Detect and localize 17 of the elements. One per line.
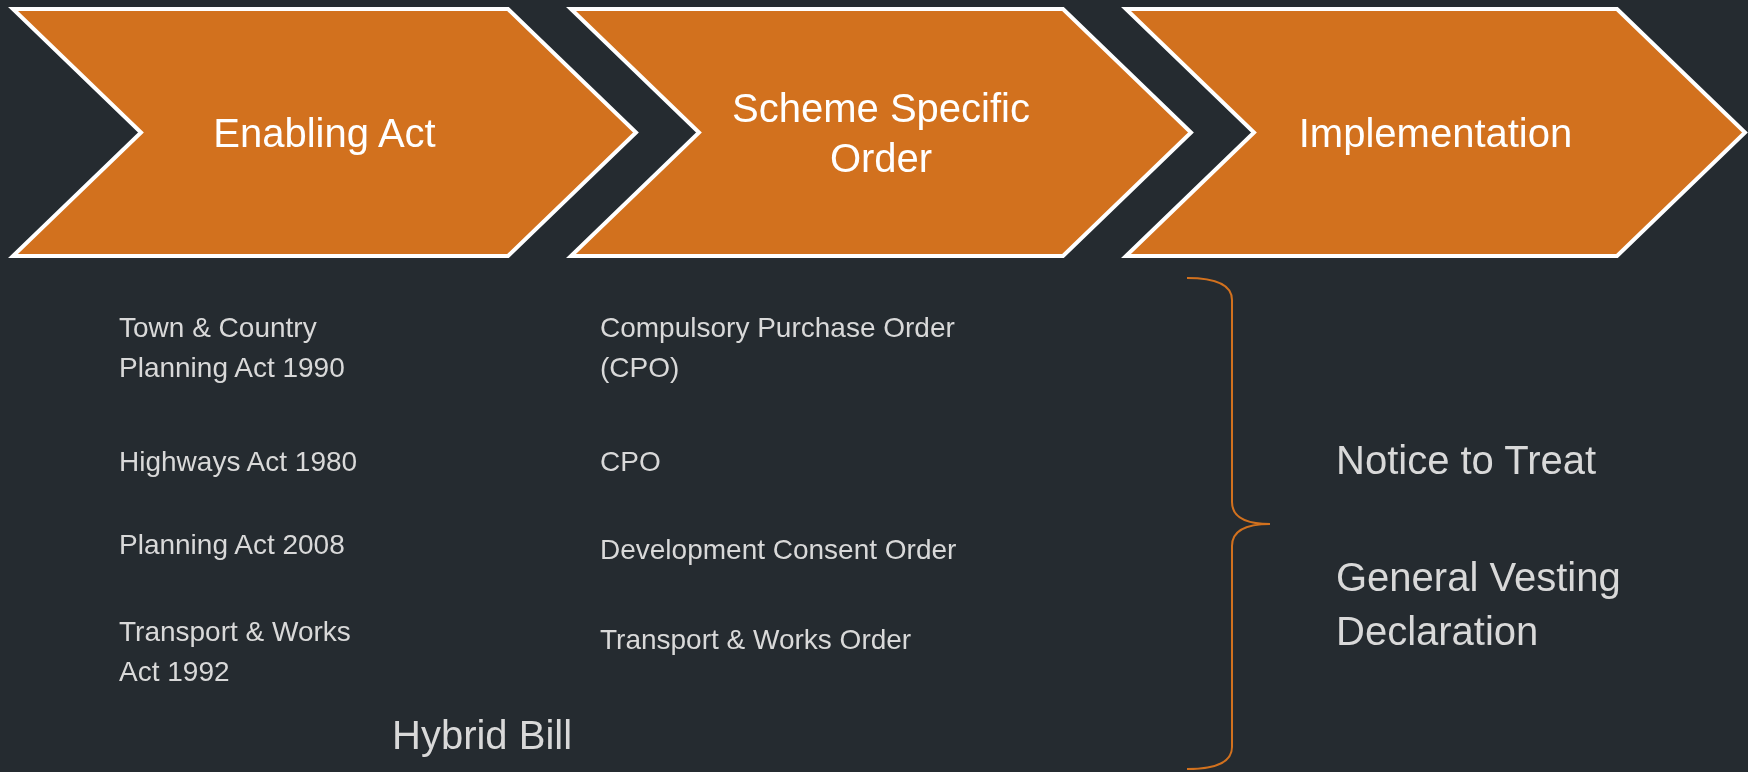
- list-text: Notice to Treat: [1336, 437, 1598, 484]
- chevron-step: [8, 7, 639, 258]
- list-text: General Vesting Declaration: [1336, 554, 1622, 655]
- list-text: CPO: [600, 445, 662, 479]
- list-text: Transport & Works Act 1992: [119, 615, 352, 689]
- list-text: Highways Act 1980: [119, 445, 359, 479]
- list-text: Town & Country Planning Act 1990: [119, 311, 346, 385]
- list-text: Development Consent Order: [600, 533, 958, 567]
- step-title: Enabling Act: [212, 109, 437, 157]
- chevron-step: [566, 7, 1194, 258]
- step-title: Implementation: [1297, 109, 1574, 157]
- list-text: Transport & Works Order: [600, 623, 913, 657]
- list-text: Compulsory Purchase Order (CPO): [600, 311, 956, 385]
- step-title: Scheme Specific Order: [731, 84, 1031, 182]
- chevron-step: [1121, 7, 1748, 258]
- list-text: Hybrid Bill: [392, 712, 574, 759]
- list-text: Planning Act 2008: [119, 528, 346, 562]
